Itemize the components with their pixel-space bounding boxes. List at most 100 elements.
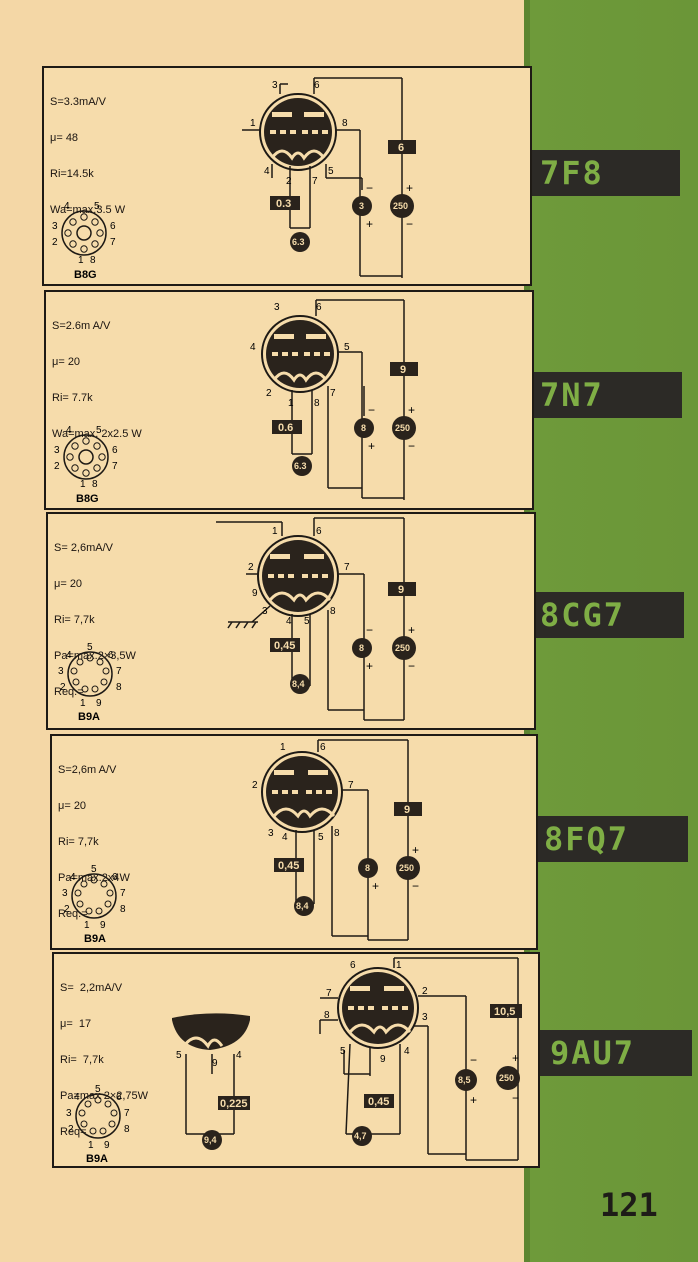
- socket-pin-label: 2: [60, 682, 66, 693]
- schematic-9au7: 1 2 3 4 5 6 7 8 9 B9A 5 9: [66, 957, 522, 1165]
- socket-type: B9A: [84, 933, 106, 945]
- bias-voltage-label: 3: [359, 201, 364, 211]
- spec-line: Ri= 7,7k: [58, 836, 99, 848]
- socket-pin-label: 6: [108, 650, 114, 661]
- spec-line: S=2,6m A/V: [58, 764, 117, 776]
- plus-sign: +: [412, 843, 419, 857]
- pin-label: 1: [288, 398, 294, 409]
- pin-labels: 3 6 1 8 4 2 7 5: [250, 80, 348, 187]
- socket-pin-label: 9: [100, 920, 106, 931]
- pin-label: 4: [236, 1050, 242, 1061]
- value-markers: 0,45 8,4 8 + 9 250 + −: [274, 802, 422, 916]
- plus-sign: +: [470, 1093, 477, 1107]
- socket-pin-label: 2: [52, 237, 58, 248]
- pin-label: 3: [268, 828, 274, 839]
- socket-type: B9A: [86, 1153, 108, 1165]
- socket-pin-label: 4: [66, 425, 72, 436]
- spec-line: Pa=max.2x4W: [58, 872, 130, 884]
- pin-labels: 6 1 7 2 8 3 5 9 4: [324, 960, 428, 1065]
- socket-pin-label: 7: [112, 461, 118, 472]
- socket-pin-label: 9: [96, 698, 102, 709]
- minus-sign: −: [470, 1053, 477, 1067]
- plate-voltage-label: 250: [393, 201, 408, 211]
- socket-pin-label: 3: [62, 888, 68, 899]
- tab-7f8: 7F8: [530, 150, 680, 196]
- panel-9au7: S= 2,2mA/V μ= 17 Ri= 7,7k Pa=max 2×2,75W…: [52, 952, 540, 1168]
- socket-type: B9A: [78, 711, 100, 723]
- pin-label: 8: [314, 398, 320, 409]
- socket-pin-label: 4: [74, 1092, 80, 1103]
- heater-voltage-label: 8,4: [292, 679, 305, 689]
- spec-line: Pa=max 2×2,75W: [60, 1090, 149, 1102]
- pin-labels: 3 6 4 5 2 1 8 7: [250, 302, 350, 409]
- socket-pin-label: 2: [54, 461, 60, 472]
- pin-label: 4: [286, 616, 292, 627]
- socket-pin-label: 5: [87, 642, 93, 653]
- socket-pin-label: 1: [78, 255, 84, 266]
- pin-label: 3: [422, 1012, 428, 1023]
- spec-line: S= 2,2mA/V: [60, 982, 123, 994]
- pin-label: 4: [282, 832, 288, 843]
- pin-label: 5: [328, 166, 334, 177]
- plate-current-label: 9: [404, 804, 410, 816]
- socket-pin-label: 9: [104, 1140, 110, 1151]
- heater-current-label: 0,45: [274, 640, 295, 652]
- specs-7n7: S=2.6m A/V μ= 20 Ri= 7.7k Wa=max. 2x2.5 …: [52, 296, 142, 464]
- bias-voltage-label: 8,5: [458, 1075, 471, 1085]
- spec-line: Wa=max.3.5 W: [50, 204, 126, 216]
- pin-label: 3: [272, 80, 278, 91]
- pin-label: 7: [330, 388, 336, 399]
- tab-8fq7: 8FQ7: [534, 816, 688, 862]
- spec-line: Req.=: [58, 908, 88, 920]
- tube-symbol: [261, 751, 343, 833]
- socket-diagram: 1 2 3 4 5 6 7 8: [54, 425, 118, 490]
- pin-label: 7: [348, 780, 354, 791]
- schematic-7n7: 1 2 3 4 5 6 7 8 B8G: [54, 299, 418, 505]
- plus-sign: +: [408, 623, 415, 637]
- pin-label: 1: [272, 526, 278, 537]
- spec-line: Ri=14.5k: [50, 168, 94, 180]
- socket-pin-label: 1: [88, 1140, 94, 1151]
- specs-9au7: S= 2,2mA/V μ= 17 Ri= 7,7k Pa=max 2×2,75W…: [60, 958, 148, 1162]
- pin-labels: 1 6 2 7 9 3 4 5 8: [248, 526, 350, 627]
- socket-pin-label: 7: [124, 1108, 130, 1119]
- panel-8cg7: S= 2,6mA/V μ= 20 Ri= 7,7k Pa=max.2×3,5W …: [46, 512, 536, 730]
- tube-symbol: [337, 967, 419, 1049]
- page-number: 121: [600, 1186, 658, 1224]
- bias-voltage-label: 8: [359, 643, 364, 653]
- spec-line: S= 2,6mA/V: [54, 542, 114, 554]
- pin-label: 9: [212, 1058, 218, 1069]
- socket-pin-label: 6: [112, 872, 118, 883]
- spec-line: Req.=: [54, 686, 84, 698]
- panel-7f8: S=3.3mA/V μ= 48 Ri=14.5k Wa=max.3.5 W 1 …: [42, 66, 532, 286]
- pin-label: 2: [252, 780, 258, 791]
- heater-voltage-label: 6.3: [292, 237, 305, 247]
- spec-line: μ= 20: [58, 800, 87, 812]
- socket-type: B8G: [74, 269, 97, 281]
- pin-label: 1: [250, 118, 256, 129]
- pin-labels: 1 6 2 7 3 4 5 8: [252, 742, 354, 843]
- spec-line: Ri= 7,7k: [54, 614, 95, 626]
- heater-current-label: 0.6: [278, 422, 293, 434]
- socket-pin-label: 5: [96, 425, 102, 436]
- socket-type: B8G: [76, 493, 99, 505]
- pin-label: 8: [334, 828, 340, 839]
- pin-label: 6: [316, 526, 322, 537]
- socket-pin-label: 2: [64, 904, 70, 915]
- pin-label: 7: [312, 176, 318, 187]
- plate-current-label: 9: [400, 364, 406, 376]
- pin-label: 8: [324, 1010, 330, 1021]
- specs-7f8: S=3.3mA/V μ= 48 Ri=14.5k Wa=max.3.5 W: [50, 72, 125, 240]
- plate-voltage-label: 250: [395, 643, 410, 653]
- plus-sign: +: [512, 1051, 519, 1065]
- plate-voltage-label: 250: [499, 1073, 514, 1083]
- minus-sign: −: [512, 1091, 519, 1105]
- wiring: [216, 517, 405, 721]
- socket-pin-label: 8: [120, 904, 126, 915]
- heater-voltage-label: 6.3: [294, 461, 307, 471]
- value-markers: 0,225 9,4 0,45 4,7 8,5 − + 10,5 250 + −: [202, 1004, 522, 1150]
- pin-label: 9: [252, 588, 258, 599]
- socket-pin-label: 4: [70, 872, 76, 883]
- pin-label: 2: [248, 562, 254, 573]
- plate-voltage-label: 250: [395, 423, 410, 433]
